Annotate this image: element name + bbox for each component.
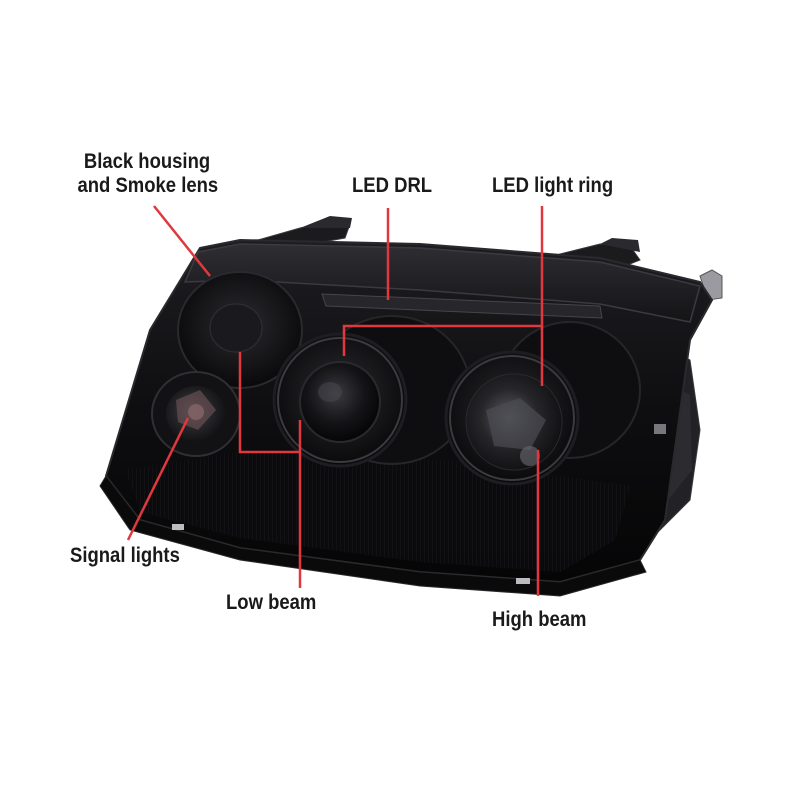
callout-low-line-a [238, 352, 300, 454]
callout-housing-line [153, 205, 211, 277]
label-high-beam: High beam [492, 608, 587, 631]
high-beam-halo-ring [449, 355, 575, 481]
low-beam-projector [272, 315, 471, 468]
callout-ring-line [342, 206, 544, 356]
label-black-housing-line2: and Smoke lens [77, 174, 219, 197]
callout-lines [126, 205, 544, 596]
high-beam-reflector [444, 321, 641, 486]
label-signal-lights: Signal lights [70, 544, 180, 567]
callout-signal-line [126, 417, 190, 541]
label-led-drl: LED DRL [352, 174, 433, 197]
label-led-light-ring: LED light ring [492, 174, 614, 197]
label-black-housing: Black housing and Smoke lens [77, 150, 219, 198]
label-black-housing-line1: Black housing [83, 150, 211, 173]
upper-reflector [177, 271, 303, 389]
signal-light [151, 371, 241, 457]
low-beam-halo-ring [277, 337, 403, 463]
label-low-beam: Low beam [226, 591, 317, 614]
